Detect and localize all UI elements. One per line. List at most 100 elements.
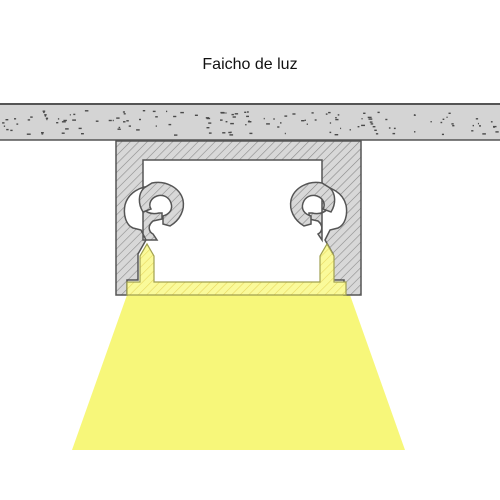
- concrete-speck: [61, 132, 65, 134]
- concrete-speck: [44, 114, 47, 116]
- concrete-speck: [329, 122, 332, 124]
- concrete-speck: [263, 117, 265, 120]
- concrete-speck: [372, 126, 376, 128]
- concrete-speck: [452, 125, 455, 127]
- right-clip: [289, 181, 336, 227]
- concrete-speck: [340, 127, 342, 130]
- concrete-speck: [311, 112, 314, 114]
- concrete-speck: [222, 132, 226, 134]
- concrete-speck: [225, 121, 228, 123]
- concrete-speck: [44, 115, 47, 117]
- concrete-speck: [301, 120, 305, 122]
- left-clip: [138, 181, 185, 227]
- concrete-speck: [229, 134, 234, 136]
- concrete-speck: [325, 113, 328, 115]
- concrete-speck: [112, 119, 114, 122]
- concrete-speck: [220, 111, 225, 114]
- concrete-speck: [292, 113, 296, 115]
- concrete-speck: [194, 114, 198, 116]
- concrete-speck: [123, 121, 126, 123]
- aluminium-profile: [115, 140, 362, 296]
- concrete-speck: [232, 116, 236, 118]
- concrete-speck: [370, 123, 374, 125]
- ceiling-slab: [0, 103, 500, 141]
- concrete-speck: [490, 121, 493, 123]
- concrete-speck: [174, 134, 178, 136]
- concrete-speck: [6, 128, 9, 131]
- concrete-speck: [451, 123, 454, 125]
- concrete-speck: [10, 129, 13, 132]
- concrete-speck: [122, 111, 125, 113]
- concrete-speck: [337, 114, 340, 116]
- concrete-speck: [41, 133, 44, 135]
- concrete-speck: [377, 111, 380, 114]
- concrete-speck: [155, 125, 157, 127]
- concrete-speck: [234, 113, 239, 115]
- concrete-speck: [168, 123, 172, 126]
- concrete-speck: [225, 112, 227, 114]
- concrete-speck: [244, 111, 247, 113]
- concrete-speck: [27, 119, 31, 121]
- concrete-speck: [335, 117, 337, 119]
- concrete-speck: [230, 131, 232, 133]
- concrete-speck: [152, 110, 156, 113]
- concrete-speck: [84, 110, 89, 112]
- diagram-title: Faicho de luz: [202, 56, 298, 73]
- concrete-speck: [349, 129, 351, 131]
- concrete-speck: [374, 129, 377, 131]
- concrete-speck: [314, 119, 317, 121]
- concrete-speck: [230, 122, 234, 125]
- concrete-speck: [392, 132, 396, 135]
- concrete-speck: [57, 118, 60, 120]
- concrete-speck: [245, 124, 247, 126]
- concrete-speck: [45, 117, 49, 119]
- concrete-speck: [368, 118, 373, 120]
- concrete-speck: [46, 118, 48, 121]
- concrete-speck: [495, 131, 499, 133]
- concrete-speck: [208, 132, 212, 134]
- concrete-speck: [14, 118, 17, 120]
- concrete-speck: [329, 131, 332, 134]
- concrete-speck: [173, 115, 177, 118]
- concrete-speck: [369, 121, 373, 123]
- concrete-speck: [155, 116, 158, 118]
- concrete-speck: [142, 110, 146, 112]
- concrete-speck: [393, 127, 396, 130]
- concrete-speck: [95, 120, 99, 122]
- concrete-speck: [228, 131, 232, 134]
- concrete-speck: [2, 122, 5, 124]
- concrete-speck: [180, 111, 184, 114]
- concrete-speck: [56, 122, 59, 124]
- diffuser: [126, 242, 347, 296]
- concrete-speck: [128, 125, 131, 127]
- concrete-speck: [69, 114, 71, 116]
- concrete-speck: [472, 124, 474, 127]
- concrete-speck: [442, 118, 445, 120]
- concrete-speck: [306, 123, 308, 125]
- concrete-speck: [334, 134, 339, 136]
- concrete-speck: [119, 128, 121, 130]
- concrete-speck: [414, 131, 416, 133]
- concrete-speck: [335, 118, 339, 121]
- concrete-speck: [248, 121, 252, 123]
- concrete-speck: [357, 126, 360, 128]
- concrete-speck: [206, 117, 211, 120]
- concrete-speck: [385, 118, 388, 121]
- concrete-speck: [81, 133, 84, 135]
- concrete-speck: [247, 111, 249, 113]
- concrete-speck: [388, 127, 391, 129]
- concrete-speck: [277, 126, 280, 128]
- concrete-speck: [41, 132, 44, 134]
- concrete-speck: [123, 113, 126, 115]
- concrete-speck: [43, 111, 45, 114]
- concrete-speck: [126, 120, 129, 122]
- concrete-speck: [118, 126, 121, 129]
- concrete-speck: [65, 128, 69, 130]
- concrete-speck: [471, 130, 474, 132]
- concrete-speck: [284, 132, 286, 135]
- concrete-speck: [208, 122, 212, 124]
- concrete-speck: [284, 115, 288, 117]
- concrete-speck: [166, 110, 168, 113]
- concrete-speck: [139, 118, 141, 121]
- light-beam: [72, 295, 405, 450]
